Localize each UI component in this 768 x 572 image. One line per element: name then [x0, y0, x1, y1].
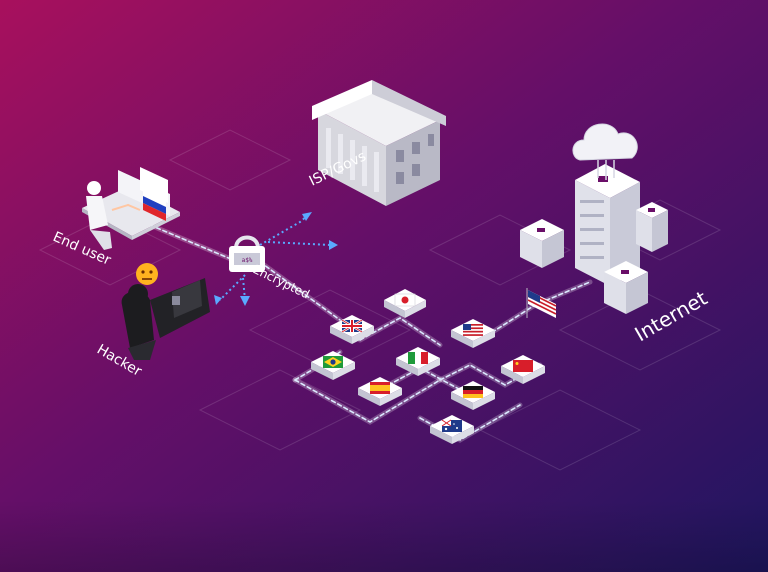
flag-china-icon [513, 360, 533, 372]
russia-flag-icon [143, 189, 166, 221]
floor-shade [0, 500, 768, 572]
vpn-node-germany [451, 381, 495, 410]
bank-building-icon [312, 80, 446, 206]
hacker-icon [121, 278, 210, 360]
vpn-node-china [501, 355, 545, 384]
flag-spain-icon [370, 382, 390, 394]
padlock-icon: a$% [229, 235, 265, 272]
vpn-node-spain [358, 377, 402, 406]
flag-brazil-icon [323, 356, 343, 368]
svg-text:a$%: a$% [242, 257, 253, 264]
vpn-node-japan [384, 289, 426, 318]
arrow-down [242, 277, 246, 301]
flag-uk-icon [341, 318, 363, 334]
flag-australia-icon [441, 419, 462, 432]
globe-flag-icon [526, 288, 557, 318]
arrow-to-hacker [219, 274, 246, 301]
flag-japan-icon [394, 293, 416, 307]
cloud-icon [572, 123, 638, 180]
vpn-node-usa [451, 319, 495, 348]
vpn-node-italy [396, 347, 440, 376]
flag-italy-icon [408, 352, 428, 364]
server-rack-icon [520, 164, 668, 314]
vpn-node-australia [430, 415, 474, 444]
arrow-to-isp [259, 214, 309, 246]
laptop-icon [82, 167, 180, 250]
vpn-node-brazil [311, 351, 355, 380]
flag-usa-icon [463, 324, 483, 336]
arrow-right [267, 241, 331, 246]
angry-emoji-icon [136, 263, 158, 285]
padlock-screen-icon [172, 296, 180, 305]
flag-germany-icon [463, 386, 483, 398]
vpn-node-uk [330, 315, 374, 344]
